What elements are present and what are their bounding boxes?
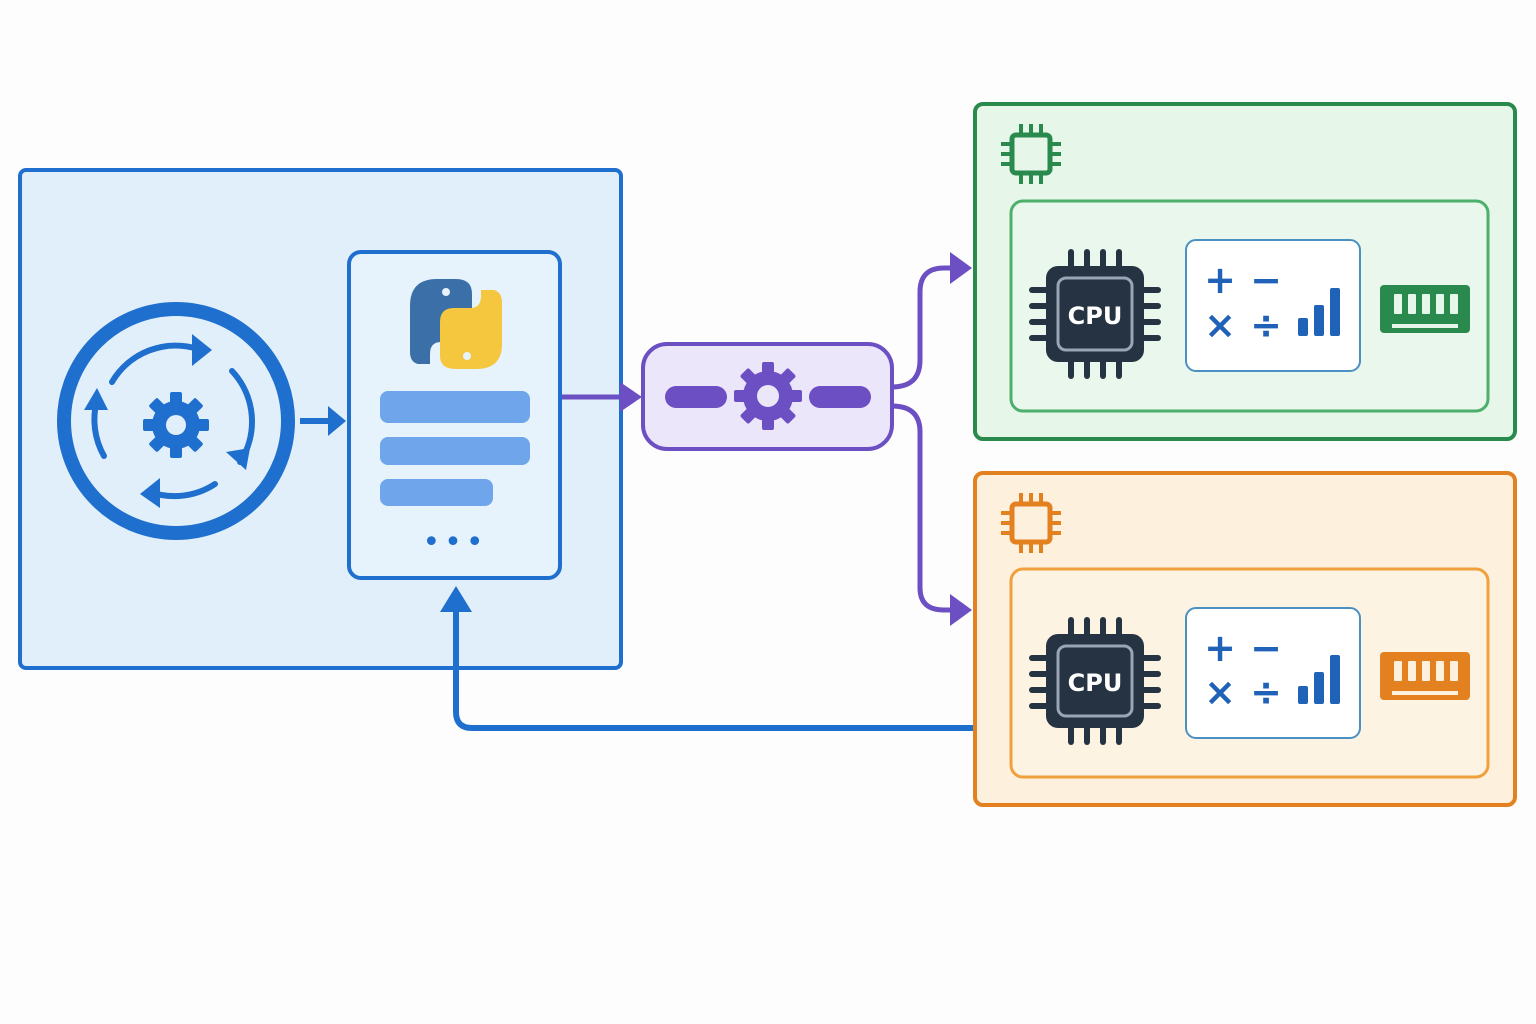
op-divide: ÷ (1250, 670, 1282, 714)
op-plus: + (1204, 258, 1236, 302)
bar-chart-icon (1298, 655, 1340, 704)
code-line (380, 391, 530, 423)
feedback-arrow (453, 608, 975, 731)
dispatcher-to-green-arrow (891, 265, 952, 390)
ram-stick-icon (1380, 285, 1470, 333)
bar-chart-icon (1298, 288, 1340, 336)
ops-card: + − × ÷ (1185, 239, 1361, 372)
cpu-chip: CPU (1029, 617, 1161, 745)
op-times: × (1204, 670, 1236, 714)
device-orange-panel: CPU + − × ÷ (973, 471, 1517, 807)
op-plus: + (1204, 626, 1236, 670)
cpu-chip: CPU (1029, 249, 1161, 379)
ops-card: + − × ÷ (1185, 607, 1361, 739)
python-logo-icon (410, 279, 502, 369)
op-minus: − (1250, 626, 1282, 670)
ram-stick-icon (1380, 652, 1470, 700)
dispatcher-node (641, 342, 894, 451)
op-divide: ÷ (1250, 303, 1282, 347)
dispatcher-to-orange-arrow (891, 403, 952, 613)
code-line (380, 479, 493, 506)
cpu-label: CPU (1068, 669, 1123, 697)
gear-icon (143, 392, 209, 458)
more-dots: ••• (422, 525, 487, 560)
chip-icon (1001, 493, 1061, 553)
gear-icon (734, 362, 802, 430)
device-green-panel: CPU + − × ÷ (973, 102, 1517, 441)
op-times: × (1204, 303, 1236, 347)
op-minus: − (1250, 258, 1282, 302)
cpu-label: CPU (1068, 302, 1123, 330)
script-card: ••• (347, 250, 562, 580)
chip-icon (1001, 124, 1061, 184)
loop-gear-icon (57, 302, 295, 540)
code-line (380, 437, 530, 465)
